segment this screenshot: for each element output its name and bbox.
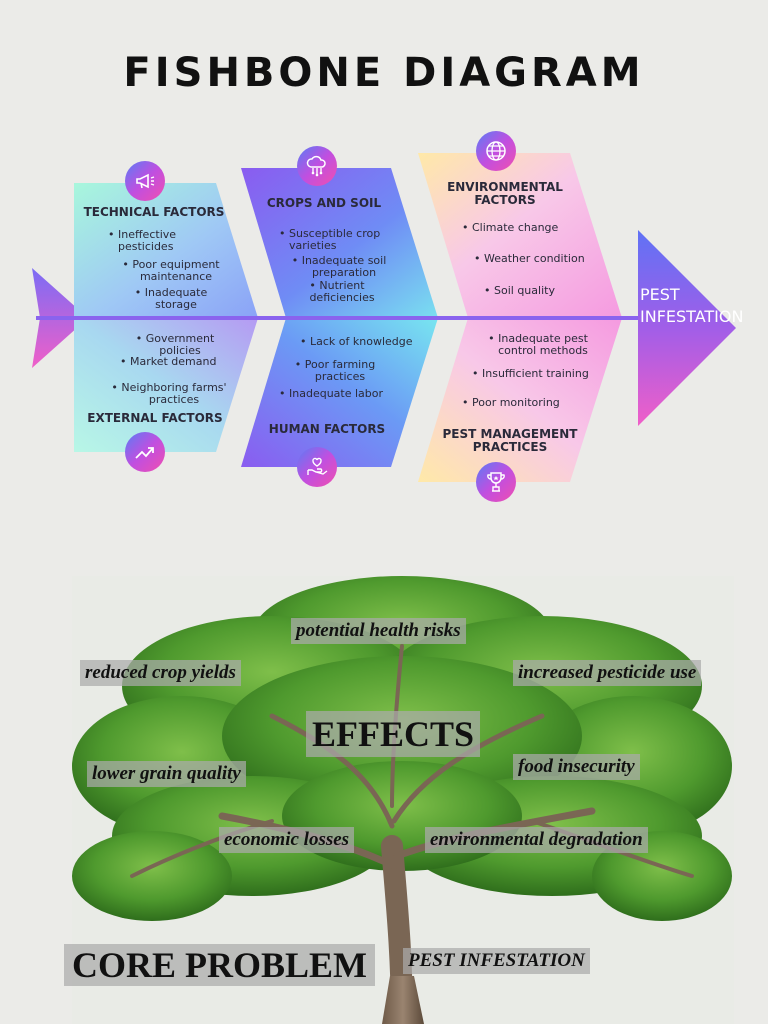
effect-tag: food insecurity	[513, 754, 640, 780]
environmental-heading: ENVIRONMENTAL FACTORS	[438, 181, 572, 207]
effect-tag: economic losses	[219, 827, 354, 853]
list-item: Weather condition	[484, 253, 590, 265]
list-item: Inadequate labor	[289, 388, 389, 400]
effects-label: EFFECTS	[306, 711, 480, 757]
list-item: Insufficient training	[482, 368, 598, 380]
list-item: Poor farming practices	[300, 359, 380, 382]
pest-management-heading: PEST MANAGEMENT PRACTICES	[438, 428, 582, 454]
list-item: Soil quality	[494, 285, 564, 297]
effect-label: PEST INFESTATION	[640, 284, 722, 328]
list-item: Neighboring farms' practices	[118, 382, 230, 405]
technical-heading: TECHNICAL FACTORS	[82, 206, 226, 219]
list-item: Poor equipment maintenance	[128, 259, 224, 282]
list-item: Market demand	[130, 356, 226, 368]
list-item: Climate change	[472, 222, 564, 234]
list-item: Susceptible crop varieties	[289, 228, 389, 251]
cloud-network-icon	[297, 146, 337, 186]
globe-icon	[476, 131, 516, 171]
human-heading: HUMAN FACTORS	[255, 423, 399, 436]
effect-tag: lower grain quality	[87, 761, 246, 787]
external-heading: EXTERNAL FACTORS	[80, 412, 230, 425]
list-item: Lack of knowledge	[310, 336, 422, 348]
list-item: Nutrient deficiencies	[306, 280, 378, 303]
effect-tag: increased pesticide use	[513, 660, 701, 686]
effect-tag: reduced crop yields	[80, 660, 241, 686]
list-item: Government policies	[138, 333, 222, 356]
crops-heading: CROPS AND SOIL	[262, 197, 386, 210]
fish-head	[638, 230, 736, 426]
trend-up-icon	[125, 432, 165, 472]
effect-tag: environmental degradation	[425, 827, 648, 853]
core-problem-label: CORE PROBLEM	[64, 944, 375, 986]
heart-hand-icon	[297, 447, 337, 487]
megaphone-icon	[125, 161, 165, 201]
core-problem-value: PEST INFESTATION	[403, 948, 590, 974]
list-item: Inadequate soil preparation	[298, 255, 390, 278]
list-item: Inadequate storage	[136, 287, 216, 310]
effect-tag: potential health risks	[291, 618, 466, 644]
list-item: Inadequate pest control methods	[494, 333, 592, 356]
list-item: Ineffective pesticides	[118, 229, 182, 252]
list-item: Poor monitoring	[472, 397, 568, 409]
trophy-icon	[476, 462, 516, 502]
